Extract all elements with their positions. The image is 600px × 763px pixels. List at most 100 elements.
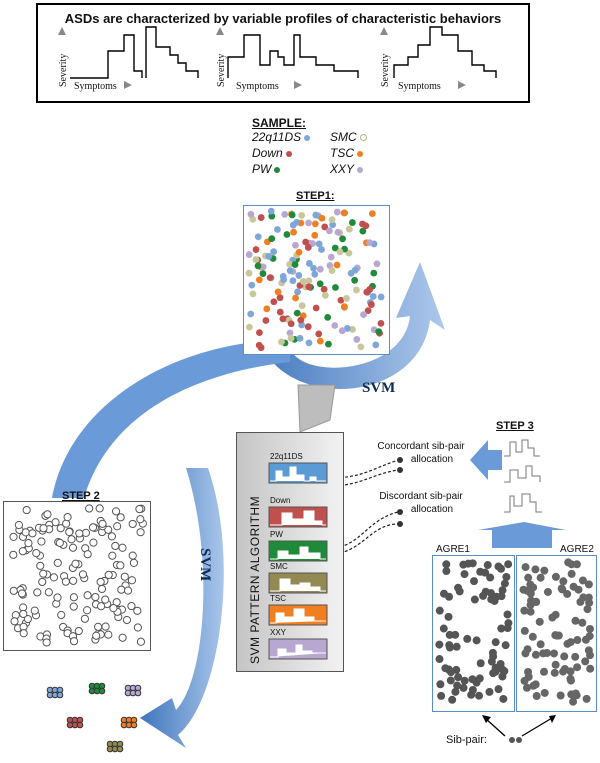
dot: [281, 210, 289, 218]
dot: [302, 238, 310, 246]
dot: [491, 638, 500, 647]
dot: [268, 235, 276, 243]
dot: [53, 558, 62, 568]
dot: [345, 225, 353, 233]
dot: [43, 510, 52, 519]
dot: [563, 639, 572, 648]
dot: [320, 285, 328, 293]
dot: [329, 221, 337, 229]
dot: [76, 721, 84, 729]
dot: [286, 267, 294, 275]
dot: [249, 290, 257, 298]
dot: [69, 637, 79, 646]
dot: [256, 329, 263, 336]
dot: [522, 683, 531, 692]
agre1-label: AGRE1: [436, 544, 470, 555]
dot: [501, 641, 510, 650]
dot: [571, 689, 580, 698]
dot: [85, 504, 94, 513]
dot: [283, 231, 291, 238]
dot: [36, 561, 45, 570]
dot: [452, 642, 461, 651]
dot: [453, 681, 462, 690]
dot: [328, 267, 336, 274]
dot: [270, 248, 278, 256]
dot: [522, 586, 531, 595]
dot: [83, 550, 92, 559]
dot: [23, 614, 33, 624]
dot: [578, 576, 587, 585]
dot: [441, 664, 450, 673]
dot: [586, 651, 595, 660]
arrow-to-alloc: [470, 440, 502, 480]
step3-label: STEP 3: [496, 420, 534, 432]
dot: [475, 674, 484, 683]
dot: [68, 543, 78, 552]
dot: [128, 519, 137, 529]
dot: [91, 592, 100, 602]
dot: [489, 669, 498, 678]
dot: [255, 276, 263, 284]
dot: [490, 596, 499, 605]
dot: [521, 563, 530, 572]
dot: [343, 295, 350, 302]
dot: [497, 624, 506, 633]
dot: [299, 277, 307, 285]
dot: [370, 269, 378, 277]
dot: [289, 221, 297, 229]
algorithm-class-label: 22q11DS: [270, 452, 303, 461]
dot: [334, 228, 342, 236]
dot: [531, 650, 540, 659]
dot: [53, 593, 62, 602]
algorithm-class-profile: [268, 540, 328, 562]
dot: [245, 251, 253, 258]
dot: [535, 617, 544, 626]
dot: [305, 260, 313, 267]
dot: [24, 539, 33, 548]
dot: [377, 319, 385, 327]
dot: [247, 210, 255, 218]
dot: [435, 606, 444, 615]
dot: [454, 583, 463, 592]
dot: [120, 572, 129, 581]
dot: [118, 633, 127, 642]
header-panel: ASDs are characterized by variable profi…: [36, 3, 530, 103]
dot: [101, 595, 110, 604]
profile-3: [393, 26, 497, 78]
dot: [485, 687, 494, 696]
dot: [366, 286, 374, 293]
agre2-dots: [519, 558, 595, 706]
dot: [129, 558, 139, 567]
dot: [520, 626, 529, 635]
dot: [136, 528, 145, 537]
dot: [37, 537, 46, 546]
step2-dots: [9, 504, 147, 647]
sample-title: SAMPLE:: [252, 116, 306, 130]
dot: [104, 630, 113, 639]
dot: [321, 291, 329, 299]
algorithm-class-profile: [268, 462, 328, 484]
svm-algorithm-title: SVM PATTERN ALGORITHM: [248, 495, 262, 664]
dot: [375, 328, 383, 336]
dot: [367, 301, 375, 308]
step1-label: STEP1:: [296, 190, 335, 202]
dot: [520, 606, 529, 615]
arrow-agre-up: [478, 522, 566, 548]
dot: [259, 270, 267, 277]
dot: [315, 240, 323, 248]
dot: [357, 343, 365, 351]
agre1-dots: [435, 559, 513, 704]
sample-item-22q11ds: 22q11DS: [252, 130, 311, 144]
dot: [101, 622, 110, 631]
dot: [460, 676, 469, 685]
algorithm-class-label: Down: [270, 496, 291, 505]
dot: [249, 215, 257, 223]
algorithm-class-profile: [268, 638, 328, 660]
dot: [531, 597, 540, 606]
legend-dot: [359, 134, 367, 142]
dot: [338, 327, 346, 335]
dot: [127, 576, 137, 585]
algorithm-class-label: SMC: [270, 562, 288, 571]
dot: [9, 532, 18, 542]
